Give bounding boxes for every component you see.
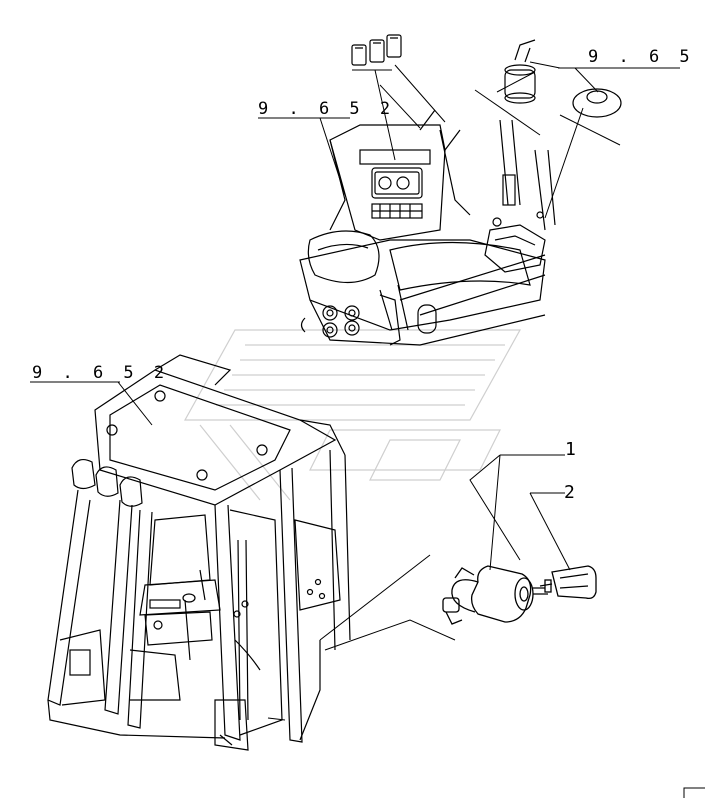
- operator-station-drawing: [299, 109, 556, 346]
- rubber-mounts: [300, 305, 360, 338]
- item-2-key-drawing: [539, 565, 597, 600]
- item-label-2: 2: [564, 482, 575, 503]
- item-label-1: 1: [565, 439, 576, 460]
- watermark-logo: [183, 329, 522, 501]
- leader-lines: [30, 61, 680, 721]
- ref-label-left-cab: 9 . 6 5 2: [32, 363, 169, 383]
- rocker-switches: [351, 34, 402, 66]
- ref-label-top-center: 9 . 6 5 2: [258, 99, 395, 119]
- cab-drawing: [47, 354, 351, 751]
- corner-mark: [683, 787, 705, 798]
- item-1-switch-drawing: [442, 565, 548, 625]
- ref-label-top-right: 9 . 6 5 2: [588, 47, 705, 67]
- connector-parts: [504, 39, 622, 118]
